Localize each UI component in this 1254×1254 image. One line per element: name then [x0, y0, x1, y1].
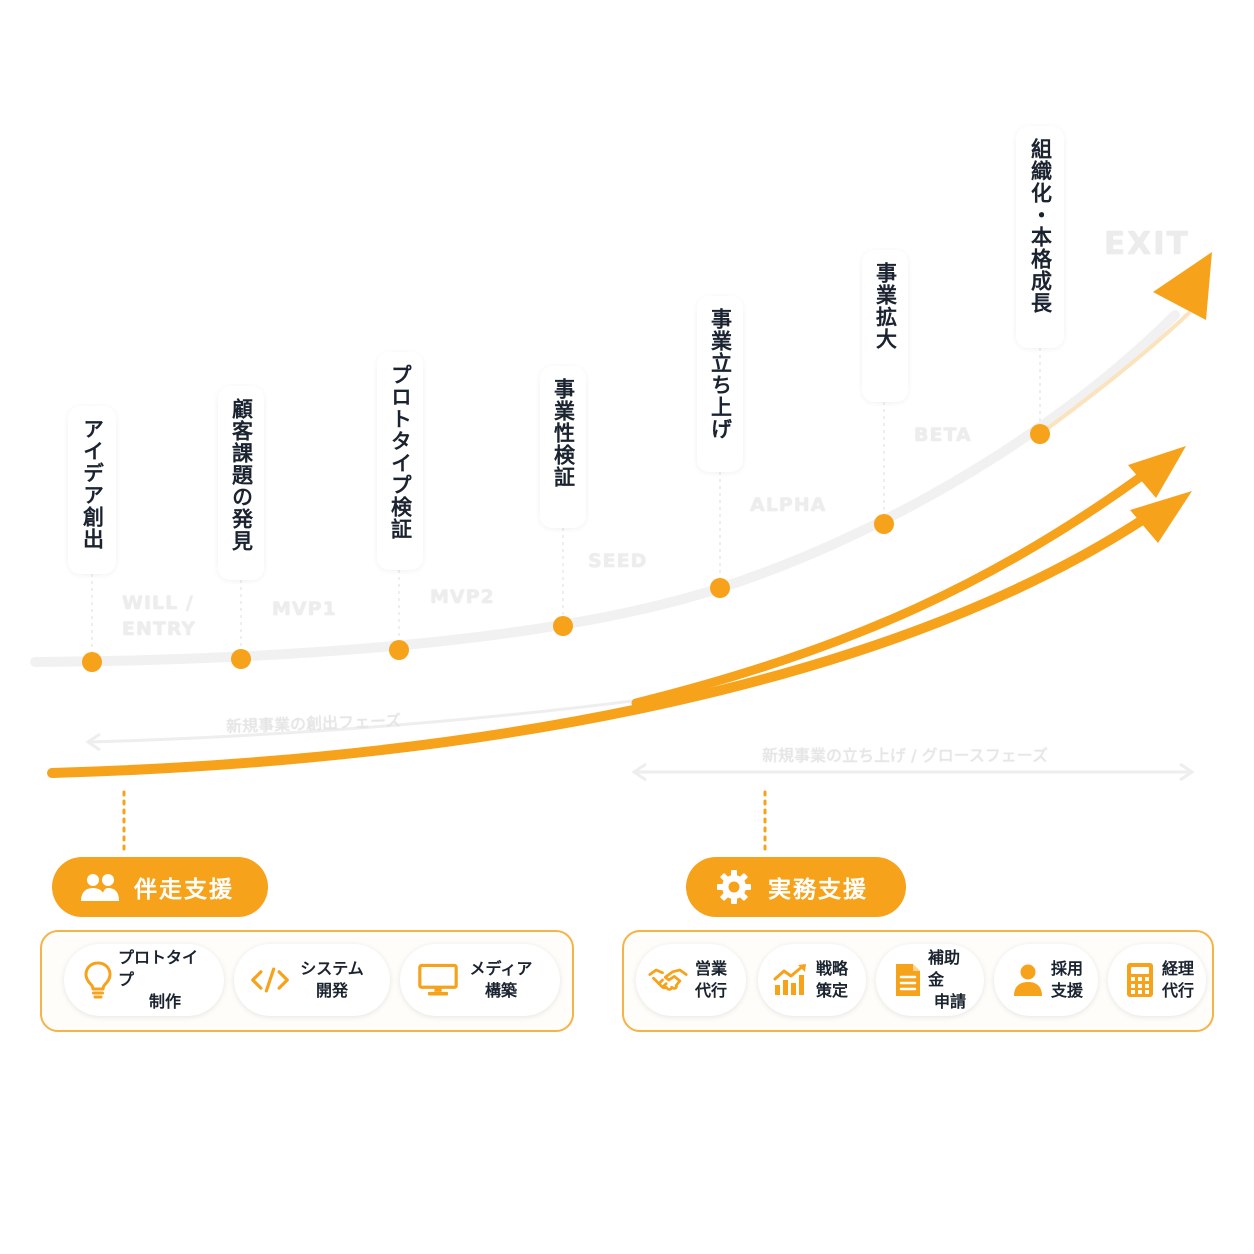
- milestone-dot: [231, 649, 251, 669]
- service-chip-system: システム 開発: [234, 944, 390, 1016]
- code-icon: [250, 960, 290, 1000]
- growth-curve-main: [47, 510, 1155, 778]
- support-pill-label: 伴走支援: [134, 877, 234, 903]
- stage-card-launch: 事業立ち上げ: [697, 296, 743, 472]
- phase-code-beta: BETA: [914, 424, 972, 446]
- phase-code-mvp1: MVP1: [272, 598, 337, 620]
- stage-card-idea: アイデア創出: [68, 406, 116, 574]
- milestone-dot: [710, 578, 730, 598]
- milestone-dot: [874, 514, 894, 534]
- users-icon: [80, 867, 120, 907]
- service-chip-strategy: 戦略 策定: [758, 944, 866, 1016]
- milestone-dot: [389, 640, 409, 660]
- milestone-curve: [30, 310, 1180, 667]
- growth-curve-upper-arrowhead: [1128, 446, 1186, 498]
- growth-curve-main-arrowhead: [1130, 491, 1192, 543]
- stage-card-business-validation: 事業性検証: [540, 366, 586, 528]
- stage-connectors: [91, 348, 1041, 660]
- service-chip-prototype: プロトタイプ 制作: [64, 944, 224, 1016]
- growth-phase-label: 新規事業の立ち上げ / グロースフェーズ: [762, 746, 1048, 765]
- lightbulb-icon: [78, 960, 118, 1000]
- stage-label: 事業立ち上げ: [708, 308, 733, 440]
- stage-label: 事業拡大: [873, 262, 898, 350]
- milestone-dot: [82, 652, 102, 672]
- milestone-dot: [1030, 424, 1050, 444]
- phase-code-mvp2: MVP2: [430, 586, 495, 608]
- stage-label: 事業性検証: [551, 378, 576, 488]
- milestone-dot: [553, 616, 573, 636]
- stage-label: 組織化・本格成長: [1028, 138, 1053, 314]
- phase-code-seed: SEED: [588, 550, 648, 572]
- stage-card-customer-problem: 顧客課題の発見: [218, 386, 264, 580]
- service-chip-media: メディア 構築: [400, 944, 560, 1016]
- service-chip-sales: 営業 代行: [636, 944, 746, 1016]
- stage-card-organization: 組織化・本格成長: [1016, 126, 1064, 348]
- monitor-icon: [418, 960, 458, 1000]
- stage-label: アイデア創出: [80, 418, 105, 550]
- support-pill-operations: 実務支援: [686, 857, 906, 917]
- handshake-icon: [648, 960, 688, 1000]
- exit-arrowhead: [1153, 252, 1212, 320]
- growth-curve-upper: [631, 465, 1155, 708]
- phase-code-will-entry: WILL / ENTRY: [122, 592, 197, 640]
- growth-phase-arrow: [631, 762, 1195, 782]
- accompany-service-box: プロトタイプ 制作 システム 開発 メディア 構築: [40, 930, 574, 1032]
- milestone-curve-tail: [1038, 310, 1192, 436]
- service-chip-accounting: 経理 代行: [1108, 944, 1206, 1016]
- service-chip-subsidy: 補助金 申請: [876, 944, 984, 1016]
- calculator-icon: [1120, 960, 1160, 1000]
- stage-label: 顧客課題の発見: [229, 398, 254, 552]
- operations-service-box: 営業 代行 戦略 策定: [622, 930, 1214, 1032]
- phase-code-alpha: ALPHA: [750, 494, 827, 516]
- stage-label: プロトタイプ検証: [388, 364, 413, 540]
- document-icon: [888, 960, 928, 1000]
- chart-up-icon: [770, 960, 810, 1000]
- service-chip-recruit: 採用 支援: [994, 944, 1098, 1016]
- stage-card-expansion: 事業拡大: [862, 250, 908, 402]
- gear-icon: [714, 867, 754, 907]
- support-pill-accompany: 伴走支援: [52, 857, 268, 917]
- support-pill-label: 実務支援: [768, 877, 868, 903]
- person-icon: [1008, 960, 1048, 1000]
- exit-label: EXIT: [1104, 226, 1190, 262]
- milestone-dots: [82, 424, 1050, 672]
- stage-card-prototype: プロトタイプ検証: [377, 352, 423, 570]
- creation-phase-arrow: [85, 698, 641, 752]
